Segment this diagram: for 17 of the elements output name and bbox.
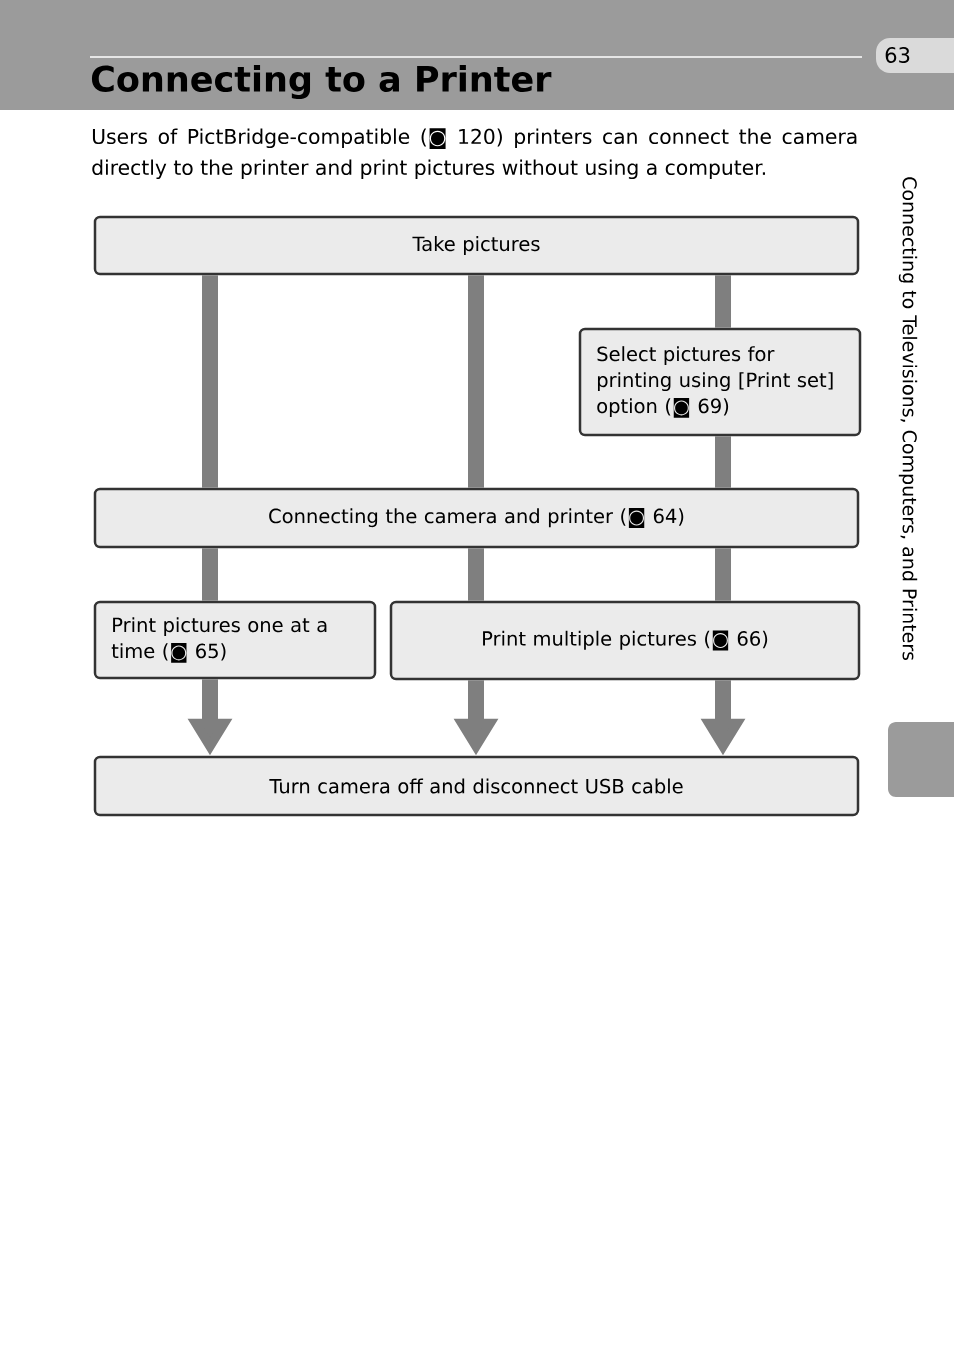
page-number-tab: 63 (876, 38, 954, 73)
connector-bar (468, 548, 484, 601)
section-tab-label: Connecting to Televisions, Computers, and Printers (898, 177, 918, 661)
connector-bar (715, 548, 731, 601)
process-box: Print multiple pictures (◙ 66) (389, 600, 861, 681)
connector-bar (715, 436, 731, 488)
process-box: Select pictures for printing using [Print set] option (◙ 69) (578, 327, 862, 437)
process-box: Print pictures one at a time (◙ 65) (93, 600, 377, 680)
process-box: Take pictures (93, 215, 860, 276)
connector-bar (468, 275, 484, 488)
connector-bar (202, 548, 218, 601)
intro-paragraph: Users of PictBridge-compatible (◙ 120) printers can connect the camera directly to the printer and print pictures without using a computer. (92, 128, 857, 180)
process-box: Connecting the camera and printer (◙ 64) (93, 487, 860, 549)
process-box: Turn camera off and disconnect USB cable (93, 755, 860, 817)
connector-bar (715, 275, 731, 328)
title: Connecting to a Printer (91, 64, 552, 100)
connector-bar (202, 275, 218, 488)
